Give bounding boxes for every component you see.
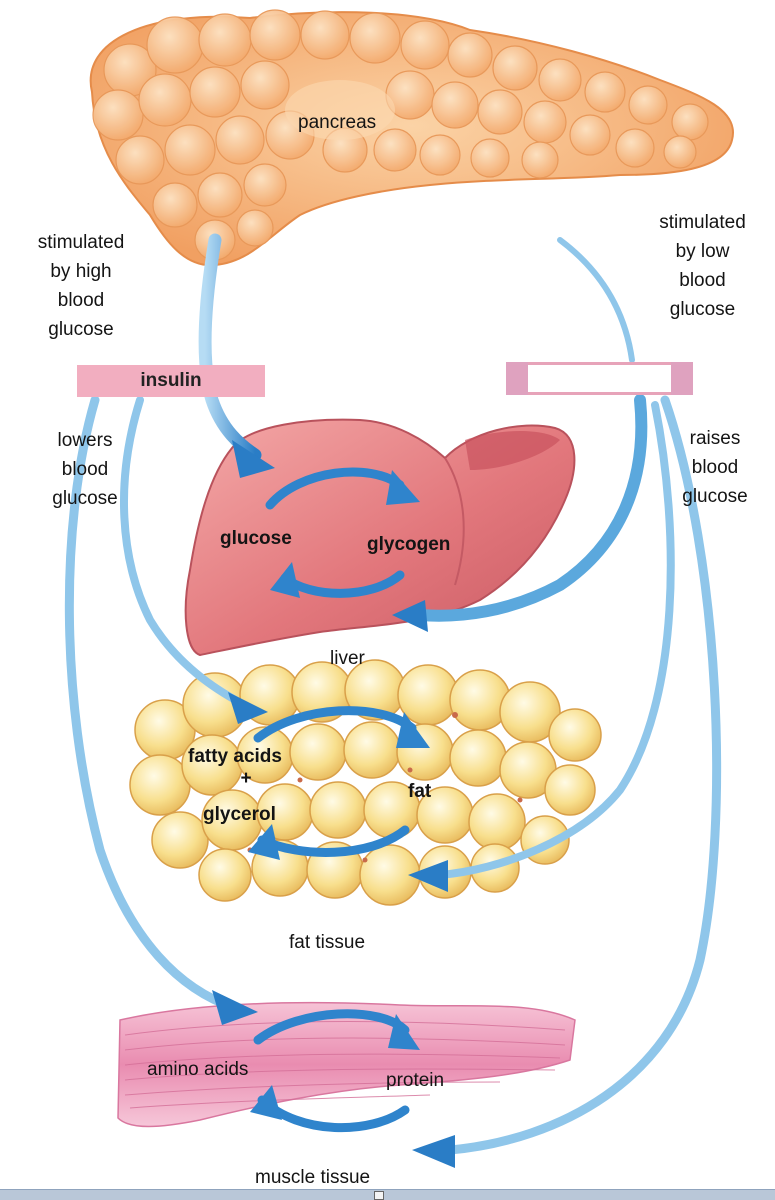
left-stimulus-line-4: glucose bbox=[48, 319, 114, 340]
muscle-tissue-label: muscle tissue bbox=[255, 1167, 371, 1188]
left-effect-line-2: blood bbox=[61, 459, 109, 480]
liver-glycogen-label: glycogen bbox=[367, 534, 451, 555]
right-effect-line-3: glucose bbox=[682, 486, 748, 507]
hormone-to-fat-arrow bbox=[436, 401, 675, 879]
right-effect-line-2: blood bbox=[691, 457, 739, 478]
hormone-to-liver-arrow bbox=[414, 394, 648, 622]
horizontal-scrollbar[interactable] bbox=[0, 1189, 775, 1200]
arrowhead-liver-right bbox=[392, 600, 428, 632]
muscle-amino-acids-label: amino acids bbox=[147, 1059, 249, 1080]
fat-cycle-bottom-head bbox=[248, 824, 280, 860]
fat-tissue-label: fat tissue bbox=[289, 932, 366, 953]
insulin-to-fat-arrow bbox=[119, 396, 254, 712]
right-stimulus-line-4: glucose bbox=[669, 299, 736, 320]
right-stimulus-label: stimulated by low blood glucose bbox=[635, 208, 770, 324]
fat-fatty-acids-label: fatty acids bbox=[188, 746, 282, 767]
liver-label: liver bbox=[330, 648, 365, 669]
arrowhead-muscle-left bbox=[212, 990, 258, 1025]
fat-cycle-top-head bbox=[396, 712, 430, 748]
liver-cycle-top-head bbox=[386, 470, 420, 505]
insulin-to-muscle-arrow bbox=[64, 395, 240, 1013]
arrowhead-muscle-right bbox=[412, 1135, 455, 1168]
pancreas-to-liver-arrow bbox=[198, 233, 262, 462]
scrollbar-handle[interactable] bbox=[374, 1191, 384, 1200]
right-effect-line-1: raises bbox=[689, 428, 741, 449]
left-stimulus-label: stimulated by high blood glucose bbox=[16, 228, 146, 344]
fat-glycerol-label: glycerol bbox=[203, 804, 276, 825]
arrowhead-fat-left bbox=[228, 692, 268, 724]
muscle-protein-label: protein bbox=[386, 1070, 445, 1091]
fat-cycle-top-arrow bbox=[253, 706, 417, 743]
right-stimulus-line-2: by low bbox=[675, 241, 730, 262]
blank-box-right-cap bbox=[671, 362, 693, 395]
fat-fat-label: fat bbox=[408, 781, 432, 802]
pancreas-label: pancreas bbox=[298, 112, 377, 133]
left-effect-line-3: glucose bbox=[52, 488, 118, 509]
fat-tissue-illustration bbox=[129, 659, 602, 906]
left-stimulus-line-1: stimulated bbox=[37, 232, 125, 253]
insulin-box: insulin bbox=[77, 365, 265, 397]
arrowhead-fat-right bbox=[408, 860, 448, 892]
fat-cell-nuclei bbox=[247, 712, 523, 863]
left-effect-label: lowers blood glucose bbox=[30, 426, 140, 513]
muscle-tissue-illustration bbox=[117, 1001, 576, 1128]
insulin-label: insulin bbox=[140, 370, 202, 391]
liver-glucose-label: glucose bbox=[220, 528, 292, 549]
right-stimulus-line-1: stimulated bbox=[659, 212, 746, 233]
liver-illustration bbox=[184, 418, 576, 657]
fat-plus-label: + bbox=[240, 768, 252, 789]
muscle-cycle-top-head bbox=[388, 1014, 420, 1050]
pancreas-right-arrow bbox=[557, 237, 635, 363]
hormone-to-muscle-arrow bbox=[445, 395, 722, 1155]
muscle-cycle-bottom-arrow bbox=[257, 1095, 410, 1133]
arrowhead-liver-left bbox=[232, 440, 275, 478]
glucagon-box-blank bbox=[506, 362, 693, 395]
right-effect-label: raises blood glucose bbox=[660, 424, 770, 511]
liver-cycle-bottom-head bbox=[270, 562, 300, 598]
liver-cycle-top-arrow bbox=[265, 467, 405, 510]
pancreas-illustration bbox=[89, 9, 735, 267]
blank-box-left-cap bbox=[506, 362, 528, 395]
left-stimulus-line-2: by high bbox=[50, 261, 112, 282]
right-stimulus-line-3: blood bbox=[679, 270, 726, 291]
left-effect-line-1: lowers bbox=[57, 430, 113, 451]
left-stimulus-line-3: blood bbox=[57, 290, 105, 311]
muscle-cycle-bottom-head bbox=[250, 1085, 282, 1120]
